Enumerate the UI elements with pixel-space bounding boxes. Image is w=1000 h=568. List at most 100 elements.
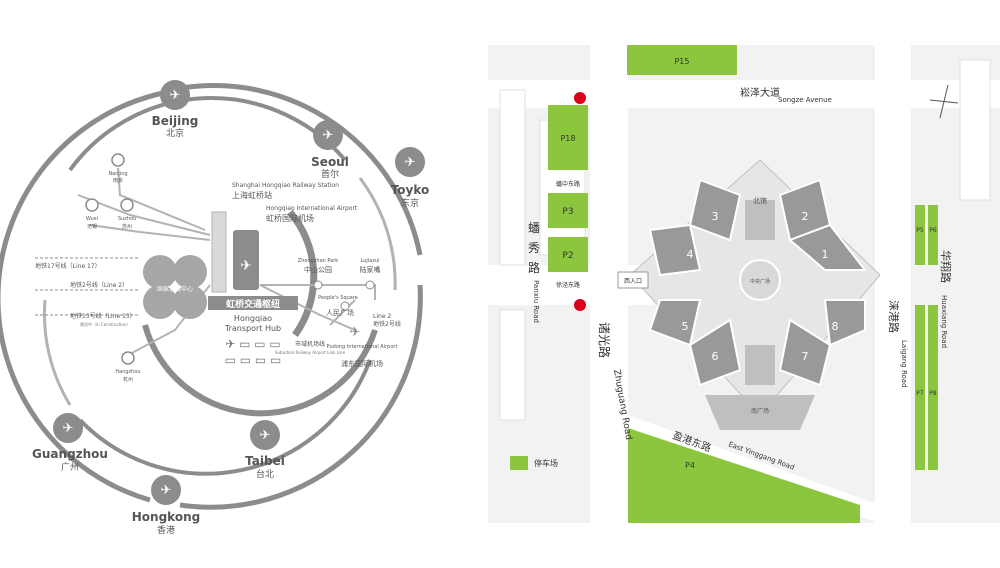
panxiu-road-zh-1: 蟠 — [528, 221, 540, 235]
svg-text:广州: 广州 — [61, 461, 79, 473]
station-hangzhou[interactable]: Hangzhou 杭州 — [115, 351, 141, 383]
svg-text:P15: P15 — [674, 57, 689, 66]
hub-label-zh: 虹桥交通枢纽 — [226, 298, 280, 310]
station-peoples-square[interactable]: People's Square 人民广场 — [318, 295, 358, 317]
city-taibei[interactable]: ✈ Taibei 台北 — [245, 420, 285, 480]
svg-text:P2: P2 — [562, 251, 573, 261]
panxiu-road-zh-3: 路 — [528, 260, 540, 275]
svg-text:5: 5 — [682, 320, 689, 333]
svg-text:People's Square: People's Square — [318, 295, 358, 301]
svg-text:Guangzhou: Guangzhou — [32, 447, 108, 461]
station-zhongshan[interactable]: Zhongshan Park 中山公园 — [298, 258, 339, 290]
parking-p7[interactable] — [915, 305, 925, 470]
svg-text:6: 6 — [712, 350, 719, 363]
city-seoul[interactable]: ✈ Seoul 首尔 — [311, 120, 349, 180]
north-hall-label: 北馆 — [753, 196, 767, 205]
transport-diagram: ✈ Beijing 北京 ✈ Seoul 首尔 ✈ Toyko 东京 ✈ Gua… — [0, 80, 430, 536]
svg-text:浦东国际机场: 浦东国际机场 — [341, 359, 383, 368]
hall-7[interactable] — [778, 318, 832, 387]
hub-label-bg — [208, 296, 298, 310]
svg-text:中山公园: 中山公园 — [304, 265, 332, 274]
exhibition-complex — [629, 159, 881, 430]
city-toyko[interactable]: ✈ Toyko 东京 — [391, 147, 430, 209]
svg-text:7: 7 — [802, 350, 809, 363]
parking-p8[interactable] — [928, 305, 938, 470]
plane-icon: ✈ — [323, 128, 334, 143]
south-square-label: 南广场 — [751, 407, 769, 415]
hub-label-en-2: Transport Hub — [224, 324, 281, 333]
compass-icon — [929, 84, 959, 119]
line13-note: 建设中（in Construction） — [80, 321, 130, 327]
svg-text:8: 8 — [832, 320, 839, 333]
railway-station-label-zh: 上海虹桥站 — [232, 190, 272, 200]
svg-text:香港: 香港 — [157, 524, 175, 536]
hall-8[interactable] — [823, 299, 866, 347]
metro-icon — [574, 92, 586, 104]
svg-text:苏州: 苏州 — [122, 223, 132, 230]
svg-text:Zhongshan Park: Zhongshan Park — [298, 258, 339, 264]
city-hongkong[interactable]: ✈ Hongkong 香港 — [132, 475, 200, 536]
hall-4[interactable] — [648, 223, 702, 277]
exhibition-center-label: 国家会展中心 — [157, 285, 193, 293]
line13-label: 地铁13号线（Line 13） — [70, 312, 136, 320]
parking-p18[interactable] — [548, 105, 588, 170]
north-hall[interactable] — [745, 200, 775, 240]
line2-right-zh: 地铁2号线 — [373, 320, 401, 328]
station-nanjing[interactable]: Nanjing 南京 — [108, 153, 128, 184]
svg-text:3: 3 — [712, 210, 719, 223]
parking-p5[interactable] — [915, 205, 925, 265]
metro-icon — [574, 299, 586, 311]
middle-ring-arc-bottom — [78, 359, 372, 476]
panxiu-road-zh-2: 秀 — [528, 241, 540, 255]
songze-road-zh: 崧泽大道 — [740, 86, 780, 99]
svg-text:Wuxi: Wuxi — [86, 216, 98, 222]
svg-text:Hangzhou: Hangzhou — [115, 369, 140, 375]
laigang-road-en: Laigang Road — [900, 340, 908, 388]
legend-label: 停车场 — [534, 458, 558, 468]
transport-icons: ✈ ▭ ▭ ▭ — [225, 337, 281, 351]
plane-icon: ✈ — [161, 483, 172, 498]
parking-p6[interactable] — [928, 205, 938, 265]
railway-station-building — [211, 211, 227, 293]
svg-text:东京: 东京 — [401, 197, 419, 209]
plane-icon: ✈ — [405, 155, 416, 170]
map-legend: 停车场 — [510, 456, 558, 470]
parking-swatch — [510, 456, 528, 470]
laigang-road-zh: 涞港路 — [887, 300, 900, 333]
svg-text:首尔: 首尔 — [321, 168, 339, 180]
middle-ring-arc-right — [358, 177, 397, 291]
parking-p3[interactable] — [548, 193, 588, 228]
station-suzhou[interactable]: Suzhou 苏州 — [118, 198, 136, 230]
transport-icons-row2: ▭ ▭ ▭ ▭ — [225, 353, 282, 367]
line17-label: 地铁17号线（Line 17） — [35, 262, 101, 270]
parking-p15[interactable] — [627, 45, 737, 75]
svg-text:P7: P7 — [916, 390, 924, 397]
airport-label-en: Hongqiao International Airport — [266, 205, 358, 212]
station-pudong-airport[interactable]: ✈ Pudong International Airport 浦东国际机场 — [327, 325, 398, 368]
exhibition-center-icon — [143, 255, 207, 319]
center-plaza-circle — [739, 259, 781, 301]
zhuguang-road-zh: 诸光路 — [597, 322, 612, 358]
hall-numbers: 3 4 2 1 5 6 7 8 — [682, 210, 839, 363]
city-guangzhou[interactable]: ✈ Guangzhou 广州 — [32, 413, 108, 473]
west-entrance[interactable] — [617, 271, 649, 289]
parking-p2[interactable] — [548, 237, 588, 272]
svg-text:P18: P18 — [560, 134, 575, 143]
parking-p4[interactable] — [628, 428, 860, 523]
city-beijing[interactable]: ✈ Beijing 北京 — [152, 80, 199, 139]
svg-text:Suzhou: Suzhou — [118, 216, 136, 222]
svg-text:P8: P8 — [929, 390, 937, 397]
huaxiang-road-zh: 华翔路 — [939, 250, 953, 283]
svg-text:Seoul: Seoul — [311, 155, 349, 169]
station-lujiazui[interactable]: Lujiazui 陆家嘴 — [360, 258, 381, 290]
svg-text:1: 1 — [822, 248, 829, 261]
plane-icon: ✈ — [170, 88, 181, 103]
outer-ring-arc-bottom — [179, 284, 423, 510]
svg-text:Beijing: Beijing — [152, 114, 199, 128]
hall-1[interactable] — [788, 223, 868, 271]
hall-6[interactable] — [688, 318, 742, 387]
station-wuxi[interactable]: Wuxi 无锡 — [85, 198, 99, 230]
hall-3[interactable] — [688, 178, 742, 242]
south-square — [705, 395, 815, 430]
plane-icon: ✈ — [350, 325, 361, 340]
